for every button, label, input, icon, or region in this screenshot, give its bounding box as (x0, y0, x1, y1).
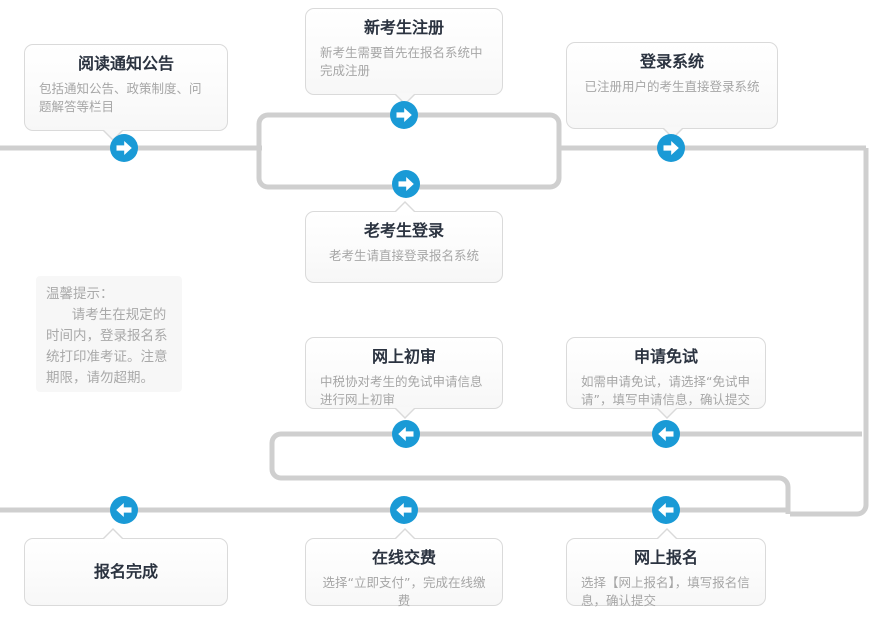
bubble-tail-inner (657, 530, 677, 540)
step-description: 选择“立即支付”，完成在线缴费 (322, 575, 486, 608)
step-card-apply-exemption[interactable]: 申请免试 如需申请免试，请选择“免试申请”，填写申请信息，确认提交 (566, 337, 766, 419)
arrow-left-icon[interactable] (109, 495, 139, 525)
step-title: 网上报名 (633, 548, 698, 567)
step-card-registration-complete[interactable]: 报名完成 (24, 528, 228, 606)
arrow-right-icon[interactable] (391, 169, 421, 199)
step-card-new-candidate-register[interactable]: 新考生注册 新考生需要首先在报名系统中完成注册 (305, 8, 503, 105)
step-description: 如需申请免试，请选择“免试申请”，填写申请信息，确认提交 (581, 374, 750, 407)
step-title: 申请免试 (633, 347, 698, 366)
step-description: 包括通知公告、政策制度、问题解答等栏目 (39, 81, 202, 114)
step-card-old-candidate-login[interactable]: 老考生登录 老考生请直接登录报名系统 (305, 201, 503, 283)
arrow-left-icon[interactable] (391, 419, 421, 449)
arrow-left-icon[interactable] (651, 495, 681, 525)
step-title: 报名完成 (93, 562, 158, 581)
arrow-right-icon[interactable] (656, 133, 686, 163)
arrow-right-icon[interactable] (109, 133, 139, 163)
step-description: 新考生需要首先在报名系统中完成注册 (320, 45, 483, 78)
bubble-tail-inner (395, 203, 415, 213)
step-card-online-first-review[interactable]: 网上初审 中税协对考生的免试申请信息进行网上初审 (305, 337, 503, 419)
warm-tip-note: 温馨提示： 请考生在规定的时间内，登录报名系统打印准考证。注意期限，请勿超期。 (36, 276, 182, 392)
wire-mid-bracket (269, 431, 791, 514)
bubble-tail-inner (395, 407, 415, 417)
arrow-right-icon[interactable] (389, 100, 419, 130)
bubble-tail-inner (103, 129, 123, 139)
bubble-tail-inner (395, 93, 415, 103)
wire-right-rail (790, 148, 869, 517)
step-title: 在线交费 (371, 548, 436, 567)
bubble-tail-inner (103, 530, 123, 540)
step-description: 选择【网上报名】，填写报名信息，确认提交 (581, 575, 750, 608)
step-description: 老考生请直接登录报名系统 (328, 248, 479, 263)
step-card-login-system[interactable]: 登录系统 已注册用户的考生直接登录系统 (566, 42, 778, 139)
step-card-read-notice[interactable]: 阅读通知公告 包括通知公告、政策制度、问题解答等栏目 (24, 44, 228, 141)
step-title: 网上初审 (371, 347, 436, 366)
arrow-left-icon[interactable] (389, 495, 419, 525)
bubble-tail-inner (395, 530, 415, 540)
step-card-online-registration[interactable]: 网上报名 选择【网上报名】，填写报名信息，确认提交 (566, 528, 766, 608)
step-card-online-payment[interactable]: 在线交费 选择“立即支付”，完成在线缴费 (305, 528, 503, 608)
bubble-tail-inner (663, 127, 683, 137)
bubble-tail-inner (657, 407, 677, 417)
step-description: 中税协对考生的免试申请信息进行网上初审 (320, 374, 483, 407)
arrow-left-icon[interactable] (651, 419, 681, 449)
step-title: 阅读通知公告 (77, 54, 174, 73)
step-title: 老考生登录 (363, 221, 444, 240)
step-description: 已注册用户的考生直接登录系统 (584, 79, 760, 94)
step-title: 新考生注册 (363, 18, 444, 37)
step-title: 登录系统 (639, 52, 704, 71)
